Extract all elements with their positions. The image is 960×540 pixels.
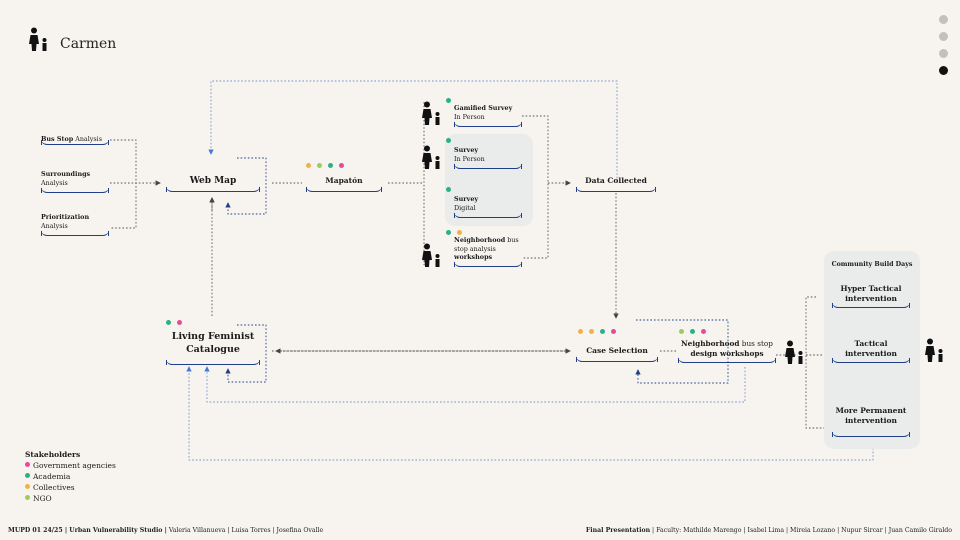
legend-swatch xyxy=(25,484,30,490)
node-na-line3: workshops xyxy=(454,253,493,262)
legend-swatch xyxy=(25,462,30,468)
node-gamified-bold: Gamified Survey xyxy=(454,104,513,112)
stakeholder-dot-collectives xyxy=(306,163,311,168)
node-data-collected: Data Collected xyxy=(576,176,656,192)
footer-left-bold: MUPD 01 24/25 | Urban Vulnerability Stud… xyxy=(8,527,167,534)
node-ht-line2: intervention xyxy=(845,294,897,304)
stakeholder-dot-academia xyxy=(446,138,451,143)
stakeholder-dot-academia xyxy=(446,230,451,235)
node-case-selection: Case Selection xyxy=(576,346,658,362)
page-dot-1[interactable] xyxy=(939,15,948,24)
node-mapaton: Mapatón xyxy=(306,176,382,192)
node-lfc-line1: Living Feminist xyxy=(171,331,255,342)
node-nd-line1-bold: Neighborhood xyxy=(681,339,740,348)
stakeholders-legend: Stakeholders Government agencies Academi… xyxy=(25,449,116,504)
stakeholder-dot-academia xyxy=(446,187,451,192)
legend-item-ngo: NGO xyxy=(25,493,116,504)
node-web-map: Web Map xyxy=(166,176,260,192)
page-title: Carmen xyxy=(60,36,117,52)
node-prioritization-sub: Analysis xyxy=(41,221,68,230)
node-nd-line1-rest: bus stop xyxy=(739,339,773,348)
legend-item-academia: Academia xyxy=(25,471,116,482)
stakeholder-dot-collectives xyxy=(457,230,462,235)
stakeholder-dot-ngo xyxy=(679,329,684,334)
community-build-title: Community Build Days xyxy=(831,261,913,268)
node-na-line2: stop analysis xyxy=(454,244,496,253)
legend-label: Academia xyxy=(33,472,71,482)
node-t-line2: intervention xyxy=(845,349,897,359)
legend-item-collectives: Collectives xyxy=(25,482,116,493)
stakeholder-dot-academia xyxy=(446,98,451,103)
page-dot-3[interactable] xyxy=(939,49,948,58)
stakeholder-dot-academia xyxy=(690,329,695,334)
mother-child-icon xyxy=(421,243,443,271)
node-gamified-sub: In Person xyxy=(454,112,485,121)
stakeholder-dot-academia xyxy=(328,163,333,168)
mother-child-icon xyxy=(421,101,443,129)
mother-child-icon xyxy=(28,27,50,55)
footer-right: Final Presentation | Faculty: Mathilde M… xyxy=(586,527,952,534)
node-bus-stop-analysis: Bus Stop Analysis xyxy=(41,135,109,145)
node-nd-line2: design workshops xyxy=(690,348,764,358)
legend-swatch xyxy=(25,473,30,479)
node-bus-stop-bold: Bus Stop xyxy=(41,135,74,143)
stakeholder-dot-academia xyxy=(600,329,605,334)
mother-child-icon xyxy=(421,145,443,173)
node-na-line1-bold: Neighborhood xyxy=(454,236,506,244)
page-dot-4[interactable] xyxy=(939,66,948,75)
node-surroundings-bold: Surroundings xyxy=(41,170,91,178)
footer-right-rest: | Faculty: Mathilde Marengo | Isabel Lim… xyxy=(650,527,952,534)
node-survey-digital-bold: Survey xyxy=(454,195,479,203)
node-mp-line1: More Permanent xyxy=(835,406,907,415)
footer-left: MUPD 01 24/25 | Urban Vulnerability Stud… xyxy=(8,527,323,534)
legend-item-government: Government agencies xyxy=(25,460,116,471)
legend-title: Stakeholders xyxy=(25,450,81,459)
legend-label: Government agencies xyxy=(33,461,116,471)
legend-swatch xyxy=(25,495,30,501)
legend-label: Collectives xyxy=(33,483,75,493)
node-prioritization-bold: Prioritization xyxy=(41,213,90,221)
stakeholder-dot-ngo xyxy=(317,163,322,168)
node-bus-stop-rest: Analysis xyxy=(73,135,103,143)
footer-left-rest: Valeria Villanueva | Luisa Torres | Jose… xyxy=(166,527,324,534)
node-lfc-line2: Catalogue xyxy=(186,343,240,355)
legend-label: NGO xyxy=(33,494,52,504)
node-t-line1: Tactical xyxy=(854,339,888,348)
node-na-line1-rest: bus xyxy=(505,236,519,244)
page-dot-2[interactable] xyxy=(939,32,948,41)
stakeholder-dot-government xyxy=(701,329,706,334)
footer-right-bold: Final Presentation xyxy=(585,527,651,534)
stakeholder-dot-collectives xyxy=(578,329,583,334)
node-ht-line1: Hyper Tactical xyxy=(840,284,902,293)
node-survey-in-person-bold: Survey xyxy=(454,146,479,154)
node-survey-in-person-sub: In Person xyxy=(454,154,485,163)
stakeholder-dot-academia xyxy=(166,320,171,325)
stakeholder-dot-government xyxy=(611,329,616,334)
stakeholder-dot-government xyxy=(177,320,182,325)
node-survey-digital-sub: Digital xyxy=(454,203,476,212)
mother-child-icon xyxy=(924,337,946,367)
mother-child-icon xyxy=(784,340,806,368)
node-surroundings-sub: Analysis xyxy=(41,178,68,187)
stakeholder-dot-collectives xyxy=(589,329,594,334)
stakeholder-dot-government xyxy=(339,163,344,168)
node-mp-line2: intervention xyxy=(845,416,897,426)
